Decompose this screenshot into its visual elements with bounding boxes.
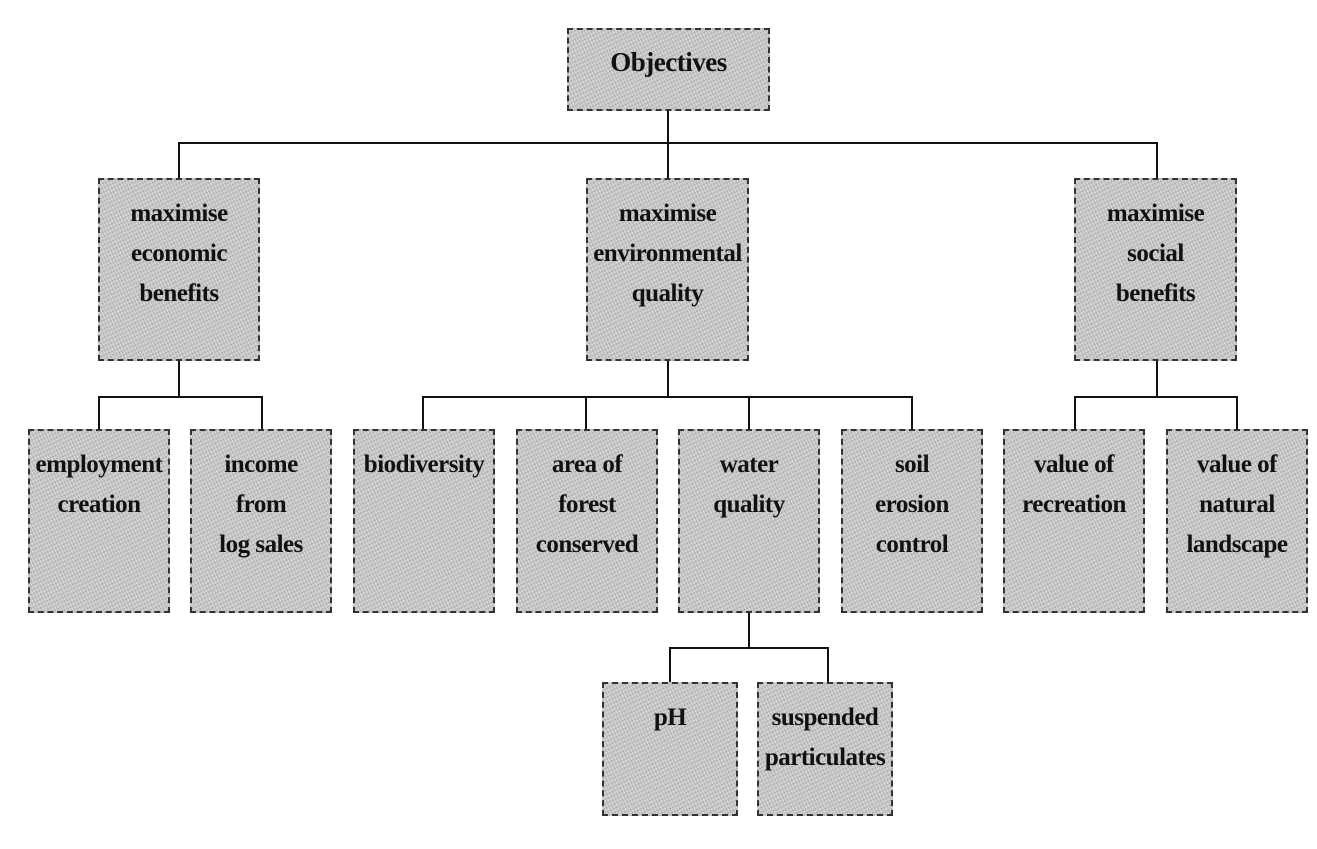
connector-to-environmental — [667, 142, 669, 178]
connector-economic-bar — [98, 396, 262, 398]
node-label: social — [1127, 240, 1184, 267]
node-label: forest — [558, 491, 616, 518]
connector-to-forest — [585, 396, 587, 429]
node-label: pH — [653, 704, 687, 731]
connector-to-social — [1156, 142, 1158, 178]
node-objectives: Objectives — [567, 28, 770, 111]
connector-to-employment — [98, 396, 100, 429]
node-value-of-recreation: value of recreation — [1003, 429, 1145, 613]
connector-social-bar — [1074, 396, 1238, 398]
node-employment-creation: employment creation — [28, 429, 170, 613]
node-value-of-natural-landscape: value of natural landscape — [1166, 429, 1308, 613]
node-label: biodiversity — [363, 451, 485, 478]
node-water-quality: water quality — [678, 429, 820, 613]
node-label: landscape — [1186, 531, 1288, 558]
connector-social-down — [1156, 360, 1158, 397]
node-label: creation — [57, 491, 141, 518]
node-label: benefits — [1115, 280, 1196, 307]
node-soil-erosion-control: soil erosion control — [841, 429, 983, 613]
connector-to-landscape — [1236, 396, 1238, 429]
connector-water-down — [748, 612, 750, 648]
node-label: control — [875, 531, 949, 558]
node-label: maximise — [130, 200, 228, 227]
connector-economic-down — [178, 360, 180, 397]
node-label: suspended — [771, 704, 879, 731]
node-label: water — [719, 451, 779, 478]
connector-root-down — [667, 110, 669, 143]
node-label: income — [224, 451, 298, 478]
node-label: environmental — [593, 240, 742, 267]
node-label: conserved — [535, 531, 639, 558]
connector-to-economic — [178, 142, 180, 178]
connector-to-water — [748, 396, 750, 429]
node-income-from-log-sales: income from log sales — [190, 429, 332, 613]
node-label: quality — [713, 491, 785, 518]
node-label: value of — [1196, 451, 1278, 478]
node-maximise-social-benefits: maximise social benefits — [1074, 178, 1237, 361]
connector-to-recreation — [1074, 396, 1076, 429]
node-ph: pH — [602, 682, 738, 816]
connector-water-bar — [669, 647, 829, 649]
connector-to-soil — [911, 396, 913, 429]
node-label: log sales — [219, 531, 303, 558]
node-label: benefits — [139, 280, 219, 307]
node-label: value of — [1033, 451, 1115, 478]
node-label: erosion — [875, 491, 949, 518]
node-label: employment — [35, 451, 163, 478]
node-label: recreation — [1022, 491, 1126, 518]
node-suspended-particulates: suspended particulates — [757, 682, 893, 816]
node-label: economic — [131, 240, 227, 267]
node-label: maximise — [618, 200, 717, 227]
node-label: particulates — [764, 744, 886, 771]
node-biodiversity: biodiversity — [353, 429, 495, 613]
node-maximise-economic-benefits: maximise economic benefits — [98, 178, 260, 361]
node-label: area of — [551, 451, 623, 478]
node-label: from — [235, 491, 287, 518]
connector-to-biodiversity — [422, 396, 424, 429]
connector-environmental-down — [667, 360, 669, 397]
node-label: natural — [1199, 491, 1275, 518]
node-label: quality — [631, 280, 704, 307]
connector-to-ph — [669, 647, 671, 682]
connector-to-income — [261, 396, 263, 429]
node-label: soil — [894, 451, 930, 478]
node-area-of-forest-conserved: area of forest conserved — [516, 429, 658, 613]
connector-to-suspended — [827, 647, 829, 682]
connector-environmental-bar — [422, 396, 913, 398]
node-maximise-environmental-quality: maximise environmental quality — [586, 178, 749, 361]
node-label: maximise — [1106, 200, 1205, 227]
node-label: Objectives — [610, 47, 727, 77]
